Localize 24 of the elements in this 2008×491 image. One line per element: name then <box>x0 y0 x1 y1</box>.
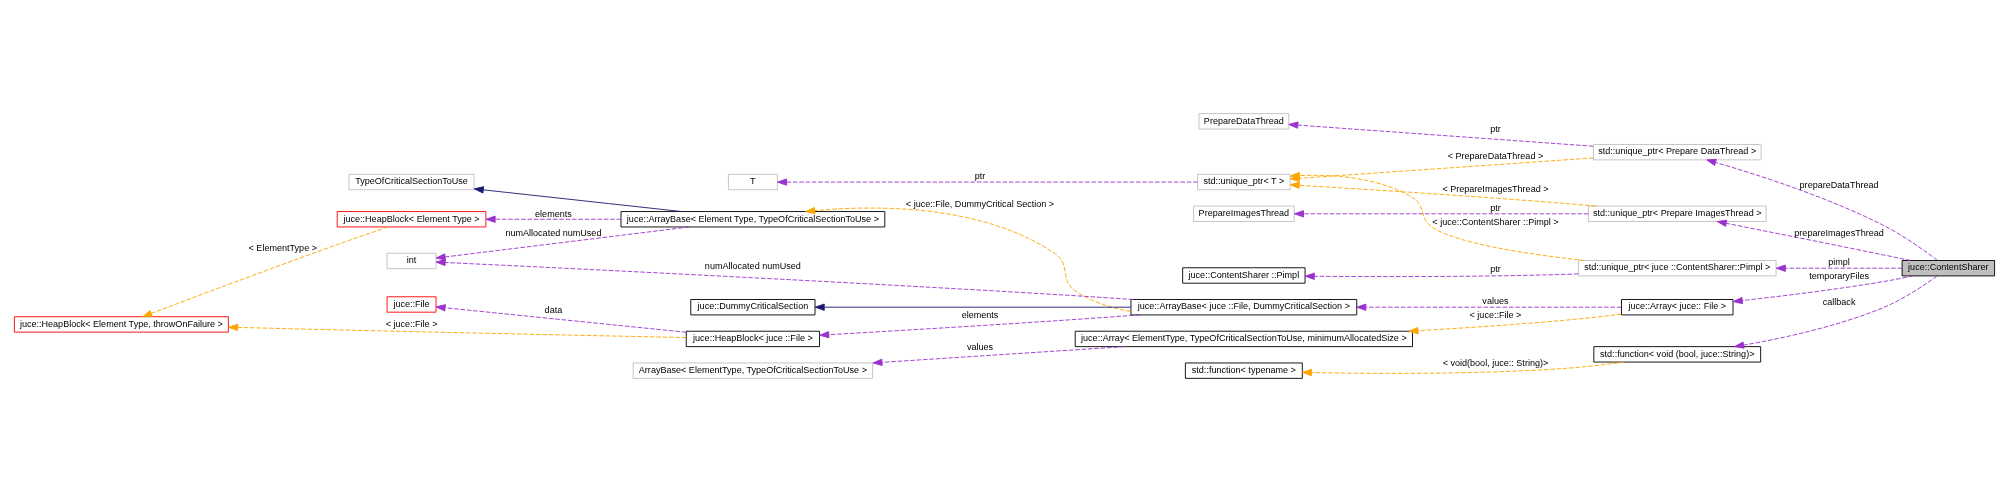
edge-label: < PrepareDataThread > <box>1447 150 1543 161</box>
edge-label: ptr <box>974 170 985 181</box>
edge-label: < ElementType > <box>248 242 317 253</box>
edge-label: < juce::File > <box>385 318 437 329</box>
edge-label: values <box>966 341 993 352</box>
edge-label: elements <box>961 309 998 320</box>
edge-label: ptr <box>1489 263 1501 274</box>
edge-label: pimpl <box>1827 256 1850 267</box>
edge-label: prepareImagesThread <box>1793 227 1884 238</box>
edge-label: < void(bool, juce:: String)> <box>1442 357 1548 368</box>
edge-label: < PrepareImagesThread > <box>1441 183 1549 194</box>
edge-label: ptr <box>1489 123 1501 134</box>
edge-label: callback <box>1822 296 1855 307</box>
edge-label: ptr <box>1489 202 1501 213</box>
edge-label: < juce::ContentSharer ::Pimpl > <box>1431 216 1559 227</box>
edge-label: temporaryFiles <box>1808 270 1869 281</box>
edge-label: values <box>1481 295 1509 306</box>
edge-label: prepareDataThread <box>1799 179 1879 190</box>
edge-label: numAllocated numUsed <box>504 227 601 238</box>
edge-label: elements <box>534 208 572 219</box>
edge-label: < juce::File > <box>1469 309 1521 320</box>
edge-label: numAllocated numUsed <box>704 260 801 271</box>
edge-label: data <box>544 304 562 315</box>
edge-label: < juce::File, DummyCritical Section > <box>905 198 1054 209</box>
